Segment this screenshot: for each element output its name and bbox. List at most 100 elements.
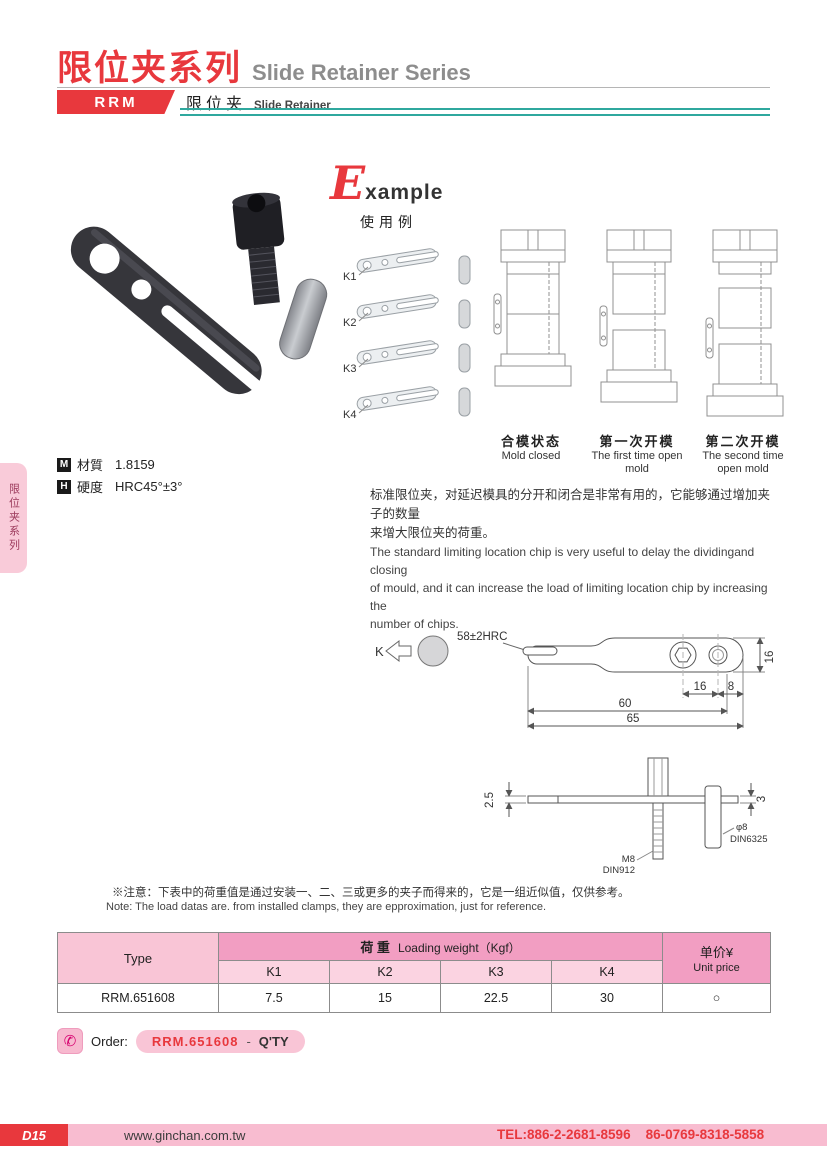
- description-en-line: The standard limiting location chip is v…: [370, 545, 755, 577]
- mold-first-open-figure: [599, 229, 678, 403]
- example-subheading: 使用例: [360, 214, 417, 230]
- mold-states: 合模状态 Mold closed 第一次开模 The first time op…: [481, 222, 793, 476]
- cell-k1: 7.5: [218, 983, 330, 1013]
- hardness-spec: H 硬度 HRC45°±3°: [57, 477, 182, 496]
- example-heading: Example 使用例: [330, 156, 443, 232]
- state-caption-en: The first time open mold: [591, 450, 683, 475]
- product-photo: [70, 192, 328, 395]
- material-label: 材質: [77, 458, 104, 473]
- page-number-badge: D15: [0, 1124, 68, 1146]
- description-en-line: of mould, and it can increase the load o…: [370, 581, 768, 613]
- dim-label-60: 60: [619, 698, 632, 710]
- example-initial: E: [330, 156, 366, 210]
- spec-table: Type 荷 重 Loading weight（Kgf） 单价¥ Unit pric…: [57, 932, 771, 1013]
- state-caption-en: The second time open mold: [702, 450, 784, 475]
- dim-label-thickness-right: 3: [756, 796, 768, 802]
- unit-price-cn: 单价¥: [699, 945, 734, 960]
- phone-icon: ✆: [57, 1028, 83, 1054]
- clip-side-view: [527, 795, 739, 804]
- clip-label-k2: K2: [343, 317, 356, 329]
- table-header-k3: K3: [440, 960, 552, 984]
- series-code-badge: RRM: [57, 90, 175, 114]
- order-code: RRM.651608: [151, 1033, 239, 1049]
- footer-bar: [68, 1124, 827, 1146]
- state-caption-en: Mold closed: [501, 450, 561, 462]
- view-direction-arrow-icon: [385, 639, 412, 663]
- page-title: 限位夹系列 Slide Retainer Series: [57, 40, 471, 91]
- state-caption-cn: 合模状态: [500, 434, 561, 449]
- mold-state-first-open: 第一次开模 The first time open mold: [587, 222, 687, 476]
- page-title-cn: 限位夹系列: [57, 49, 243, 88]
- section-side-tab: 限位夹系列: [0, 463, 27, 573]
- mold-state-closed: 合模状态 Mold closed: [481, 222, 581, 476]
- description-cn-line: 标准限位夹，对延迟模具的分开和闭合是非常有用的，它能够通过增加夹子的数量: [370, 488, 771, 521]
- phone-numbers: TEL:886-2-2681-8596 86-0769-8318-5858: [497, 1127, 765, 1142]
- dim-label-pin-end: 8: [728, 681, 734, 693]
- pin-standard-label: DIN6325: [730, 834, 768, 845]
- state-caption-cn: 第二次开模: [705, 434, 781, 449]
- dim-label-screw-pin: 16: [694, 681, 707, 693]
- hardness-tag: H: [57, 479, 71, 494]
- cell-k2: 15: [329, 983, 441, 1013]
- table-header-k1: K1: [218, 960, 330, 984]
- dim-label-65: 65: [627, 713, 640, 725]
- screw-side-view: [647, 757, 669, 860]
- cell-unit-price: ○: [662, 983, 771, 1013]
- page-title-en: Slide Retainer Series: [252, 60, 471, 85]
- loading-header-cn: 荷 重: [360, 940, 390, 955]
- state-caption-cn: 第一次开模: [599, 434, 675, 449]
- teal-divider-top: [180, 108, 770, 110]
- clip-label-k4: K4: [343, 409, 356, 421]
- screw-size-label: M8: [622, 854, 635, 865]
- order-code-pill: RRM.651608 - Q'TY: [135, 1029, 305, 1053]
- cell-k3: 22.5: [440, 983, 552, 1013]
- table-header-k4: K4: [551, 960, 663, 984]
- example-rest: xample: [365, 181, 444, 204]
- socket-screw-photo: [232, 192, 285, 305]
- order-qty: Q'TY: [258, 1033, 289, 1049]
- order-label: Order:: [91, 1033, 128, 1049]
- material-tag: M: [57, 457, 71, 472]
- material-spec: M 材質 1.8159: [57, 455, 155, 474]
- clip-stack-figure: K1 K2 K3 K4: [343, 248, 471, 421]
- table-header-k2: K2: [329, 960, 441, 984]
- dowel-pins-figure: [458, 255, 471, 417]
- mold-state-second-open: 第二次开模 The second time open mold: [693, 222, 793, 476]
- table-row: RRM.651608 7.5 15 22.5 30 ○: [57, 983, 771, 1013]
- dim-label-height: 16: [764, 651, 776, 664]
- technical-drawing: K 58±2HRC 16 16 8 60 65 2.5: [375, 631, 776, 876]
- note-en: Note: The load datas are. from installed…: [106, 901, 547, 913]
- table-header-loading: 荷 重 Loading weight（Kgf）: [218, 932, 663, 961]
- note-cn: ※注意：下表中的荷重值是通过安装一、二、三或更多的夹子而得来的，它是一组近似值，…: [112, 887, 630, 899]
- description-cn-line: 来增大限位夹的荷重。: [370, 526, 496, 540]
- pin-side-view: [704, 785, 722, 849]
- material-value: 1.8159: [115, 457, 155, 472]
- table-header-type: Type: [57, 932, 219, 984]
- loading-header-en: Loading weight（Kgf）: [397, 941, 521, 955]
- title-divider: [57, 87, 770, 88]
- section-side-tab-label: 限位夹系列: [7, 483, 20, 553]
- teal-divider-bottom: [180, 114, 770, 116]
- unit-price-en: Unit price: [693, 962, 740, 974]
- screw-standard-label: DIN912: [603, 865, 635, 876]
- pin-size-label: φ8: [736, 822, 747, 833]
- order-row: ✆ Order: RRM.651608 - Q'TY: [57, 1028, 305, 1054]
- series-name-cn: 限位夹: [186, 96, 247, 113]
- cell-type: RRM.651608: [57, 983, 219, 1013]
- clip-label-k1: K1: [343, 271, 356, 283]
- table-header-unit-price: 单价¥ Unit price: [662, 932, 771, 984]
- view-direction-label: K: [375, 644, 384, 659]
- mold-second-open-figure: [705, 229, 784, 417]
- website-text: www.ginchan.com.tw: [124, 1128, 246, 1143]
- dim-label-thickness-left: 2.5: [484, 792, 496, 808]
- clip-label-k3: K3: [343, 363, 356, 375]
- description-en-line: number of chips.: [370, 617, 459, 631]
- retainer-clip-photo: [70, 226, 264, 395]
- hardness-value: HRC45°±3°: [115, 479, 183, 494]
- series-name-en: Slide Retainer: [254, 100, 331, 112]
- order-separator: -: [246, 1033, 251, 1049]
- mold-closed-figure: [493, 229, 572, 387]
- hardness-label: 硬度: [77, 480, 104, 495]
- description-block: 标准限位夹，对延迟模具的分开和闭合是非常有用的，它能够通过增加夹子的数量 来增大…: [370, 486, 782, 633]
